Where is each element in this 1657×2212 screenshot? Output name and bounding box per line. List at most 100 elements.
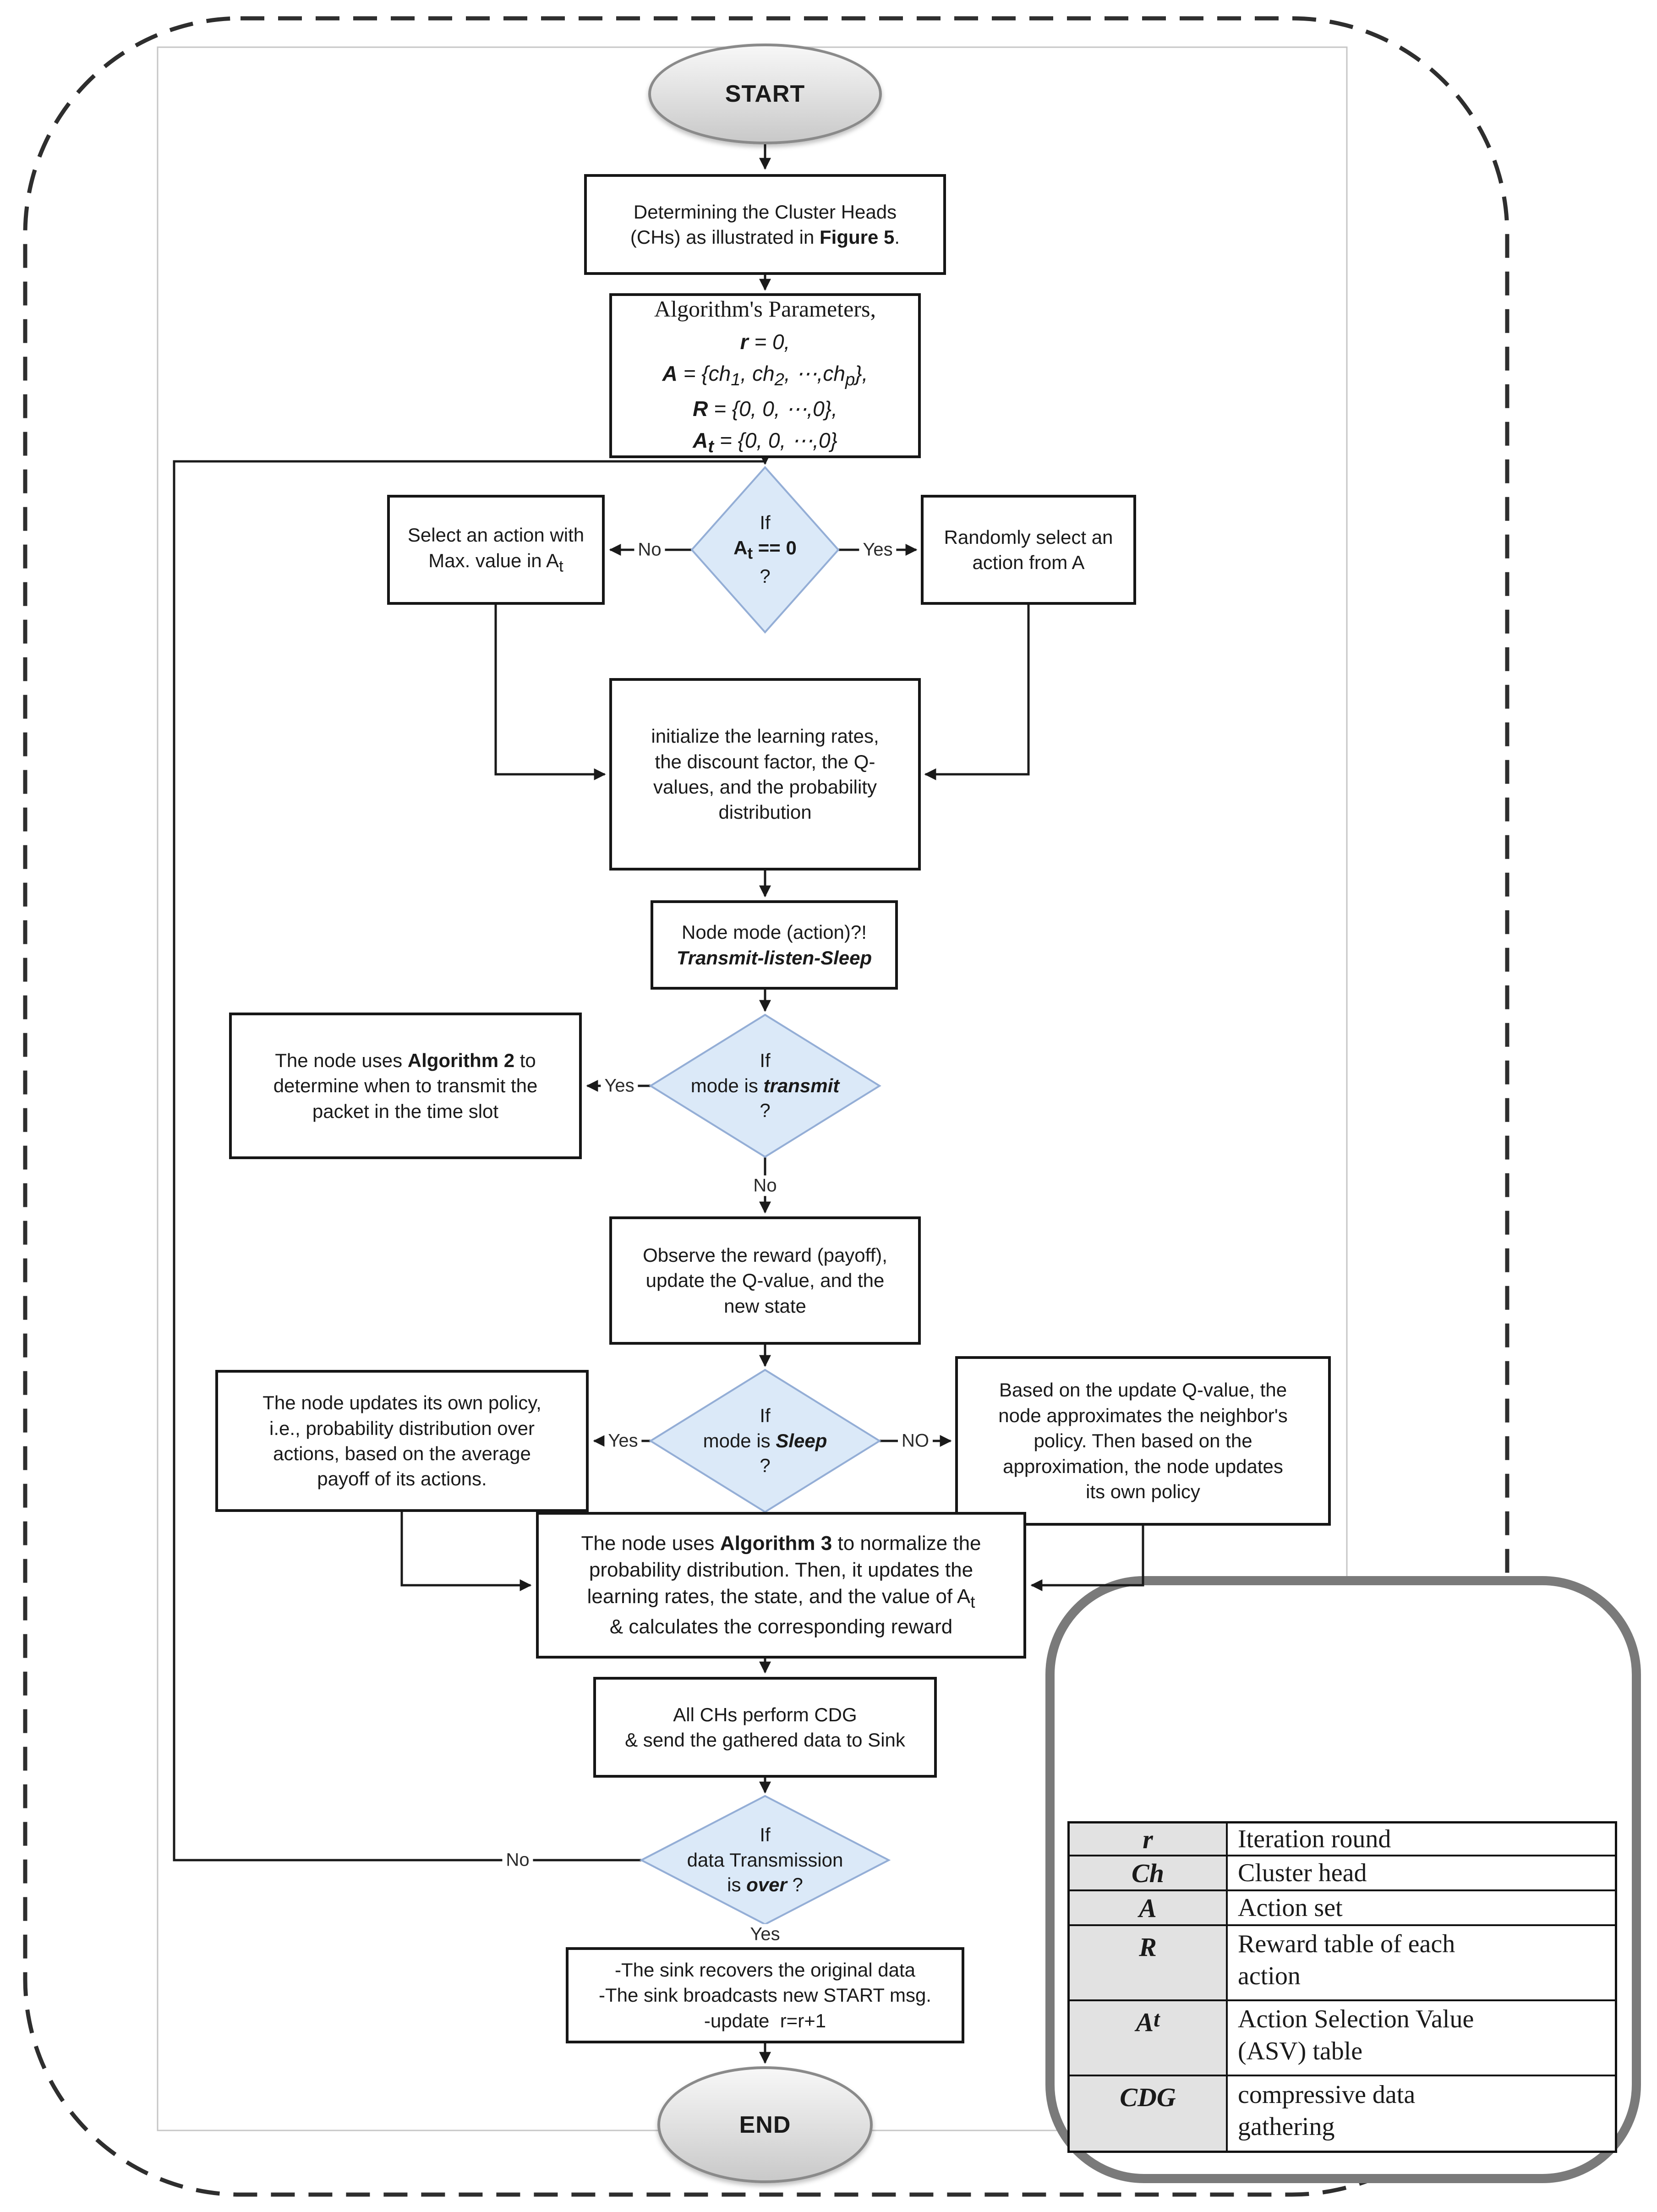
edge-approx-alg3 xyxy=(1030,1526,1144,1591)
outer-dashed-border xyxy=(23,16,1509,2197)
text-line: packet in the time slot xyxy=(312,1100,499,1122)
text-line: If xyxy=(760,1824,771,1846)
text-line: determine when to transmit the xyxy=(273,1075,538,1097)
text-line: -The sink recovers the original data xyxy=(615,1959,915,1981)
end-label: END xyxy=(739,2111,791,2138)
text-line: i.e., probability distribution over xyxy=(269,1417,535,1439)
text-line: A = {ch1, ch2, ⋯,chp}, xyxy=(662,361,868,390)
text-line: -update r=r+1 xyxy=(704,2009,826,2031)
text-line: If xyxy=(760,1050,771,1072)
text-line: If xyxy=(760,512,771,534)
text-line: action from A xyxy=(972,552,1085,573)
text-line: Node mode (action)?! xyxy=(682,921,867,943)
text-line: ? xyxy=(760,565,771,587)
text-line: Transmit-listen-Sleep xyxy=(676,947,872,969)
node-observe-reward: Observe the reward (payoff), update the … xyxy=(609,1216,921,1345)
text-line: update the Q-value, and the xyxy=(645,1270,885,1292)
legend-row: Ch Cluster head xyxy=(1070,1855,1615,1889)
symbol-cell: R xyxy=(1070,1926,1228,1999)
text-line: & calculates the corresponding reward xyxy=(609,1615,953,1638)
text-line: r = 0, xyxy=(740,329,790,354)
text-line: ? xyxy=(760,1100,771,1122)
text-line: probability distribution. Then, it updat… xyxy=(589,1559,973,1582)
node-approx-neighbor-policy: Based on the update Q-value, the node ap… xyxy=(955,1356,1331,1526)
text-line: Algorithm's Parameters, xyxy=(654,296,876,322)
text-line: The node uses Algorithm 2 to xyxy=(275,1049,536,1071)
edge-label-yes: Yes xyxy=(859,539,897,560)
node-random-action: Randomly select an action from A xyxy=(921,495,1136,605)
text-line: payoff of its actions. xyxy=(317,1468,487,1490)
text-line: the discount factor, the Q- xyxy=(655,750,875,772)
desc-cell: Action set xyxy=(1238,1894,1343,1922)
text-line: distribution xyxy=(718,801,812,823)
text-line: initialize the learning rates, xyxy=(651,725,879,747)
edge-label-no: NO xyxy=(898,1430,933,1451)
text-line: Determining the Cluster Heads xyxy=(633,201,897,223)
edge-label-yes: Yes xyxy=(604,1430,642,1451)
edge-label-no: No xyxy=(634,539,665,560)
text-line: approximation, the node updates xyxy=(1003,1455,1283,1477)
text-line: At == 0 xyxy=(733,537,797,563)
text-line: If xyxy=(760,1405,771,1427)
edge-label-no: No xyxy=(749,1175,781,1196)
node-update-own-policy: The node updates its own policy, i.e., p… xyxy=(215,1370,589,1512)
decision-transmit-text: If mode is transmit ? xyxy=(660,1040,870,1132)
edge-policy-alg3 xyxy=(400,1512,532,1591)
text-line: Randomly select an xyxy=(944,526,1113,548)
node-init-learning: initialize the learning rates, the disco… xyxy=(609,678,921,871)
node-mode-action: Node mode (action)?! Transmit-listen-Sle… xyxy=(651,900,898,990)
text-line: The node uses Algorithm 3 to normalize t… xyxy=(581,1532,981,1555)
decision-over-text: If data Transmission is over ? xyxy=(655,1814,875,1906)
text-line: All CHs perform CDG xyxy=(673,1703,857,1725)
text-line: -The sink broadcasts new START msg. xyxy=(599,1984,931,2006)
desc-cell: Action Selection Value(ASV) table xyxy=(1238,2005,1474,2065)
legend-table: r Iteration round Ch Cluster head A Acti… xyxy=(1067,1821,1617,2153)
node-sink-recover: -The sink recovers the original data -Th… xyxy=(566,1947,964,2043)
legend-row: r Iteration round xyxy=(1070,1823,1615,1855)
text-line: mode is transmit xyxy=(690,1074,840,1096)
text-line: new state xyxy=(724,1295,806,1317)
decision-at0-diamond xyxy=(690,465,840,634)
text-line: data Transmission xyxy=(687,1849,843,1871)
decision-at0-text: If At == 0 ? xyxy=(696,499,834,600)
edge-label-yes: Yes xyxy=(601,1075,638,1096)
node-start: START xyxy=(648,44,882,144)
desc-cell: Iteration round xyxy=(1238,1825,1391,1853)
node-cdg-send: All CHs perform CDG & send the gathered … xyxy=(593,1677,937,1778)
text-line: actions, based on the average xyxy=(273,1443,531,1464)
text-line: ? xyxy=(760,1455,771,1477)
desc-cell: Cluster head xyxy=(1238,1859,1367,1887)
text-line: Select an action with xyxy=(407,524,585,546)
text-line: The node updates its own policy, xyxy=(262,1392,541,1414)
text-line: Observe the reward (payoff), xyxy=(643,1244,887,1266)
edge-loop-no xyxy=(173,460,765,1862)
node-algorithm-parameters: Algorithm's Parameters, r = 0, A = {ch1,… xyxy=(609,293,921,458)
text-line: Based on the update Q-value, the xyxy=(999,1379,1287,1401)
legend-row: A Action set xyxy=(1070,1889,1615,1924)
start-label: START xyxy=(725,81,805,107)
symbol-cell: CDG xyxy=(1070,2076,1228,2151)
text-line: is over ? xyxy=(727,1874,803,1896)
text-line: node approximates the neighbor's xyxy=(998,1404,1288,1426)
text-line: Max. value in At xyxy=(428,549,563,575)
node-determine-ch: Determining the Cluster Heads (CHs) as i… xyxy=(584,174,946,275)
edge-label-yes: Yes xyxy=(746,1924,784,1945)
edge-select-init xyxy=(494,605,606,780)
text-line: values, and the probability xyxy=(653,776,877,798)
edge-random-init xyxy=(924,605,1030,780)
text-line: R = {0, 0, ⋯,0}, xyxy=(693,396,837,421)
decision-transmit-diamond xyxy=(649,1013,881,1158)
text-line: policy. Then based on the xyxy=(1034,1430,1252,1452)
node-select-max-action: Select an action with Max. value in At xyxy=(387,495,605,605)
text-line: (CHs) as illustrated in Figure 5. xyxy=(630,226,900,248)
edge-label-no: No xyxy=(502,1850,533,1871)
symbol-cell: Ch xyxy=(1070,1856,1228,1889)
node-algorithm2: The node uses Algorithm 2 to determine w… xyxy=(229,1013,582,1159)
